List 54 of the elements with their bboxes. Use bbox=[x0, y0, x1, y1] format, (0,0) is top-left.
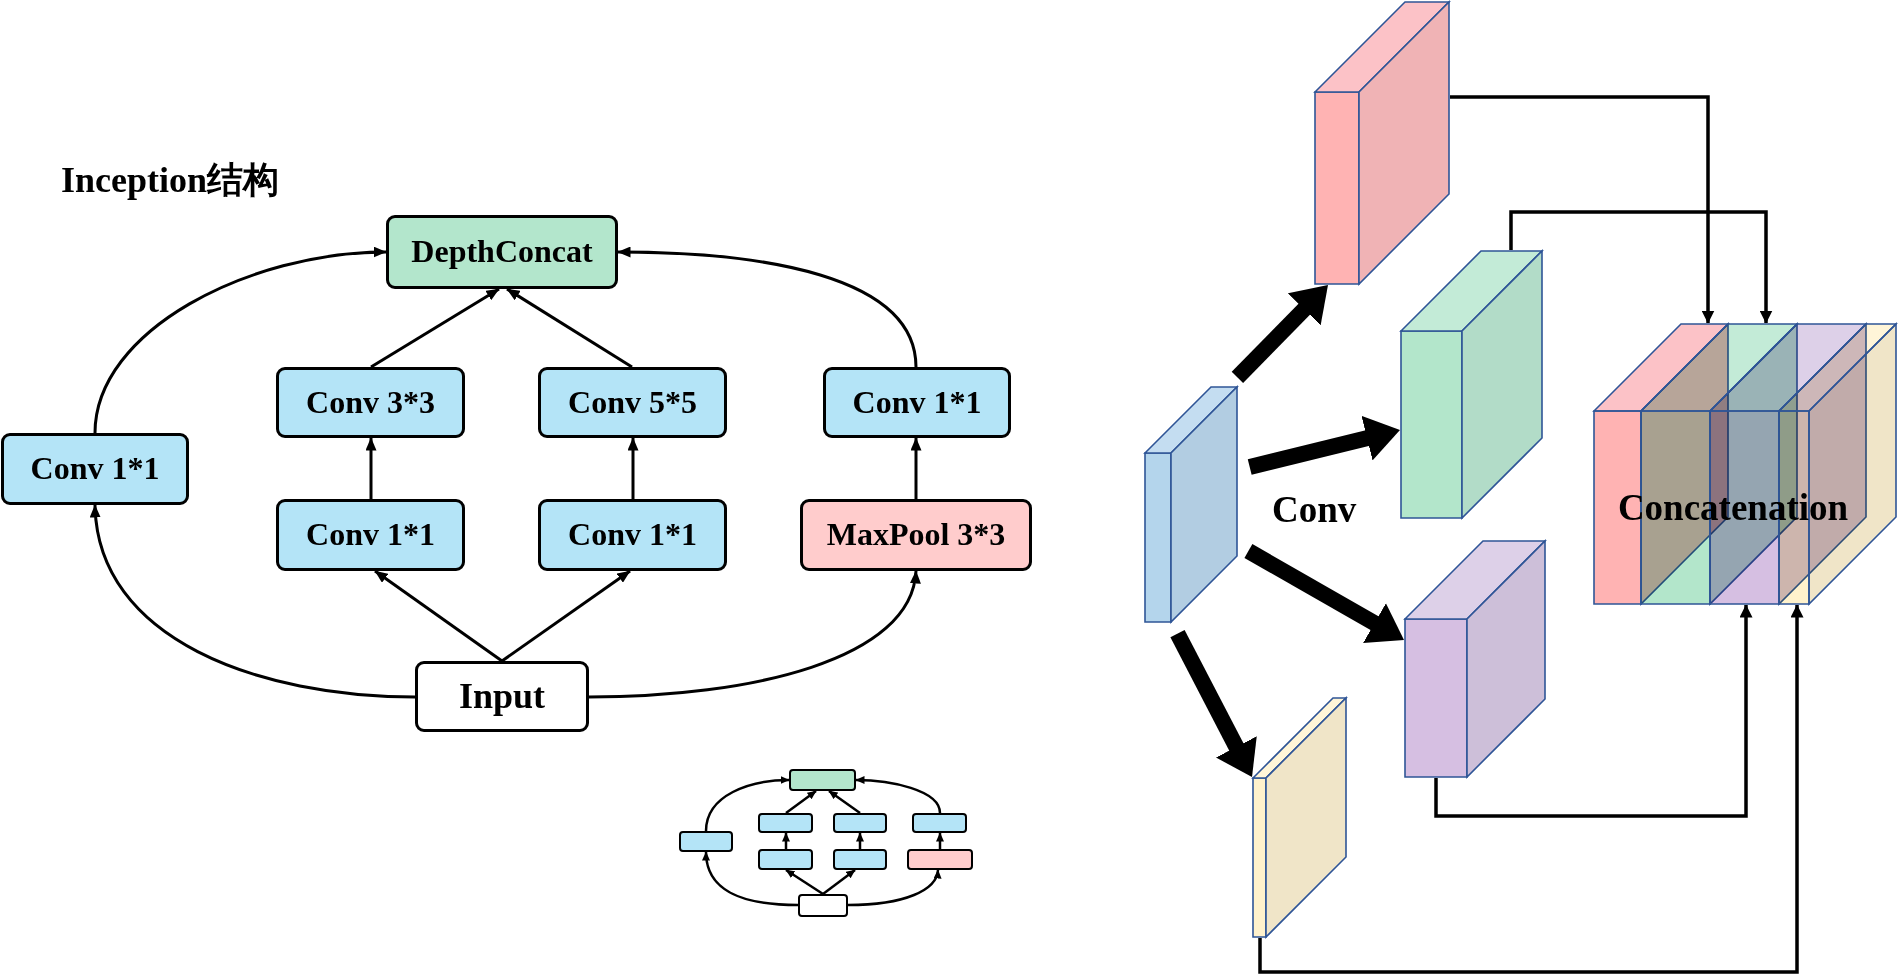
process-box: Conv 3*3 bbox=[276, 367, 465, 438]
block-arrow bbox=[1244, 544, 1404, 644]
mini-process-box bbox=[833, 849, 887, 870]
curved-arrow bbox=[847, 869, 941, 907]
elbow-arrow bbox=[1450, 95, 1715, 324]
process-box: Conv 1*1 bbox=[276, 499, 465, 571]
cuboid-block bbox=[1252, 697, 1347, 938]
mini-process-box bbox=[907, 849, 973, 870]
elbow-arrow bbox=[1258, 604, 1804, 974]
process-box: Conv 1*1 bbox=[823, 367, 1011, 438]
arrow bbox=[856, 832, 864, 849]
operation-label: Conv bbox=[1272, 489, 1357, 532]
elbow-arrow bbox=[1434, 604, 1753, 818]
cuboid-block bbox=[1400, 250, 1543, 519]
mini-process-box bbox=[912, 813, 967, 833]
cuboid-block bbox=[1314, 1, 1450, 285]
curved-arrow bbox=[617, 246, 918, 368]
arrow bbox=[627, 437, 639, 499]
mini-process-box bbox=[679, 831, 733, 852]
block-arrow bbox=[1247, 415, 1400, 475]
arrow bbox=[785, 868, 824, 896]
mini-process-box bbox=[758, 849, 813, 870]
arrow bbox=[828, 790, 861, 814]
elbow-arrow bbox=[1509, 210, 1773, 324]
cuboid-block bbox=[1144, 386, 1238, 623]
arrow bbox=[822, 869, 856, 895]
mini-process-box bbox=[758, 813, 813, 833]
process-box: DepthConcat bbox=[386, 215, 618, 289]
arrow bbox=[785, 790, 817, 814]
cuboid-block bbox=[1404, 540, 1546, 778]
mini-process-box bbox=[789, 769, 856, 791]
diagram-title: Inception结构 bbox=[61, 160, 280, 202]
curved-arrow bbox=[704, 776, 790, 832]
curved-arrow bbox=[702, 851, 799, 907]
arrow bbox=[501, 569, 631, 663]
arrow bbox=[506, 287, 633, 369]
curved-arrow bbox=[588, 570, 919, 699]
arrow bbox=[910, 437, 922, 499]
curved-arrow bbox=[855, 776, 942, 814]
block-arrow bbox=[1231, 285, 1328, 383]
process-box: MaxPool 3*3 bbox=[800, 499, 1032, 571]
process-box: Input bbox=[415, 661, 589, 732]
arrow bbox=[370, 287, 500, 369]
arrow bbox=[936, 832, 944, 849]
arrow bbox=[374, 569, 503, 663]
arrow bbox=[782, 832, 790, 849]
curved-arrow bbox=[93, 247, 387, 434]
process-box: Conv 1*1 bbox=[1, 433, 189, 505]
curved-arrow bbox=[91, 504, 416, 699]
process-box: Conv 1*1 bbox=[538, 499, 727, 571]
arrow bbox=[365, 437, 377, 499]
mini-process-box bbox=[798, 894, 848, 917]
mini-process-box bbox=[833, 813, 887, 833]
process-box: Conv 5*5 bbox=[538, 367, 727, 438]
